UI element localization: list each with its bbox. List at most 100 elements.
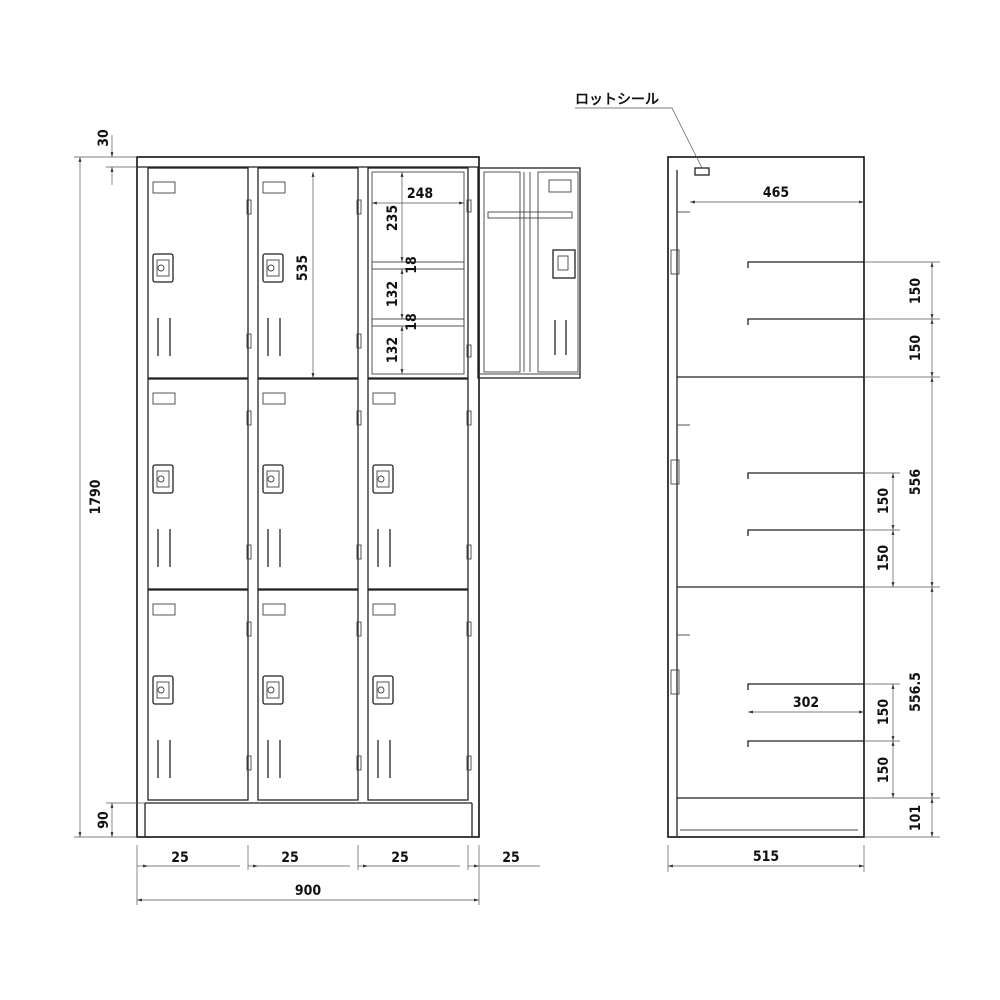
hinge bbox=[246, 544, 252, 560]
dim-total-depth: 515 bbox=[753, 849, 779, 865]
dim-total-height: 1790 bbox=[88, 479, 104, 514]
locker-doors bbox=[147, 167, 472, 801]
dim-gap-3: 25 bbox=[391, 850, 409, 866]
hinge bbox=[356, 621, 362, 637]
locker-door[interactable] bbox=[257, 378, 362, 590]
hinge bbox=[466, 755, 472, 771]
locker-door[interactable] bbox=[147, 167, 252, 379]
dim-inner-width: 248 bbox=[407, 186, 433, 202]
hinge bbox=[356, 199, 362, 215]
door-panel bbox=[147, 589, 249, 801]
lock-icon bbox=[266, 681, 280, 699]
dim-shelf-thk-2: 18 bbox=[404, 313, 420, 331]
dim-inner-height: 535 bbox=[295, 255, 311, 281]
lock-handle-icon bbox=[372, 675, 394, 705]
dim-shelf-depth: 302 bbox=[793, 695, 819, 711]
name-plate bbox=[262, 392, 286, 405]
lock-handle-icon bbox=[152, 675, 174, 705]
hinge bbox=[356, 544, 362, 560]
lock-icon bbox=[156, 681, 170, 699]
hinge bbox=[246, 199, 252, 215]
open-compartment bbox=[367, 167, 472, 379]
lock-handle-icon bbox=[262, 675, 284, 705]
dim-gap-2: 25 bbox=[281, 850, 299, 866]
keyhole-icon bbox=[157, 264, 165, 272]
lock-handle-icon bbox=[372, 464, 394, 494]
lock-icon bbox=[266, 259, 280, 277]
name-plate bbox=[152, 603, 176, 616]
dim-pitch-1: 150 bbox=[908, 278, 924, 305]
dim-base-height: 90 bbox=[96, 811, 112, 829]
door-panel bbox=[257, 589, 359, 801]
locker-door[interactable] bbox=[147, 378, 252, 590]
lot-seal-label: ロットシール bbox=[575, 92, 659, 108]
side-view: ロットシール 465 150 150 556 bbox=[575, 92, 940, 872]
front-view: 1790 30 90 25 25 25 25 900 535 bbox=[74, 129, 581, 905]
dim-pitch-6: 150 bbox=[876, 757, 892, 784]
hinge bbox=[356, 755, 362, 771]
dim-depth-inner: 465 bbox=[763, 185, 789, 201]
dim-shelf-thk-1: 18 bbox=[404, 256, 420, 274]
keyhole-icon bbox=[157, 686, 165, 694]
locker-door[interactable] bbox=[367, 378, 472, 590]
hinge bbox=[466, 544, 472, 560]
dim-compartment-1: 556 bbox=[908, 469, 924, 496]
lot-seal bbox=[694, 167, 710, 176]
door-panel bbox=[147, 167, 249, 379]
dim-shelf-bottom: 132 bbox=[385, 337, 401, 363]
hinge bbox=[246, 755, 252, 771]
hinge bbox=[356, 410, 362, 426]
lock-handle-icon bbox=[262, 253, 284, 283]
lock-icon bbox=[376, 470, 390, 488]
dim-pitch-5: 150 bbox=[876, 699, 892, 726]
dim-top-margin: 30 bbox=[96, 129, 112, 147]
dim-compartment-2: 556.5 bbox=[908, 672, 924, 712]
lock-icon bbox=[156, 259, 170, 277]
lock-handle-icon bbox=[262, 464, 284, 494]
lock-handle-icon bbox=[152, 253, 174, 283]
dim-pitch-3: 150 bbox=[876, 488, 892, 515]
hinge bbox=[246, 621, 252, 637]
door-panel bbox=[147, 378, 249, 590]
name-plate bbox=[152, 392, 176, 405]
name-plate bbox=[262, 181, 286, 194]
side-outline bbox=[667, 156, 865, 838]
lock-handle-icon bbox=[152, 464, 174, 494]
door-panel bbox=[257, 167, 359, 379]
hinge bbox=[246, 333, 252, 349]
name-plate bbox=[372, 392, 396, 405]
hinge bbox=[466, 410, 472, 426]
locker-door[interactable] bbox=[257, 589, 362, 801]
hinge bbox=[356, 333, 362, 349]
lock-icon bbox=[156, 470, 170, 488]
dim-total-width: 900 bbox=[295, 883, 322, 899]
name-plate bbox=[152, 181, 176, 194]
side-shelves bbox=[747, 261, 864, 747]
cabinet-outline bbox=[136, 156, 480, 838]
hinge bbox=[466, 621, 472, 637]
name-plate bbox=[372, 603, 396, 616]
keyhole-icon bbox=[157, 475, 165, 483]
locker-door[interactable] bbox=[147, 589, 252, 801]
dim-gap-4: 25 bbox=[502, 850, 520, 866]
door-panel bbox=[367, 378, 469, 590]
dim-side-base: 101 bbox=[908, 805, 924, 831]
door-panel bbox=[367, 589, 469, 801]
hinge bbox=[246, 410, 252, 426]
door-panel bbox=[257, 378, 359, 590]
keyhole-icon bbox=[267, 264, 275, 272]
open-door bbox=[477, 167, 581, 379]
lock-icon bbox=[266, 470, 280, 488]
locker-door[interactable] bbox=[257, 167, 362, 379]
dim-gap-1: 25 bbox=[171, 850, 189, 866]
locker-door[interactable] bbox=[367, 589, 472, 801]
dim-pitch-4: 150 bbox=[876, 545, 892, 572]
keyhole-icon bbox=[267, 686, 275, 694]
dim-shelf-top: 235 bbox=[385, 205, 401, 231]
dim-shelf-mid: 132 bbox=[385, 281, 401, 307]
name-plate bbox=[262, 603, 286, 616]
lock-icon bbox=[376, 681, 390, 699]
dim-pitch-2: 150 bbox=[908, 335, 924, 362]
keyhole-icon bbox=[377, 475, 385, 483]
